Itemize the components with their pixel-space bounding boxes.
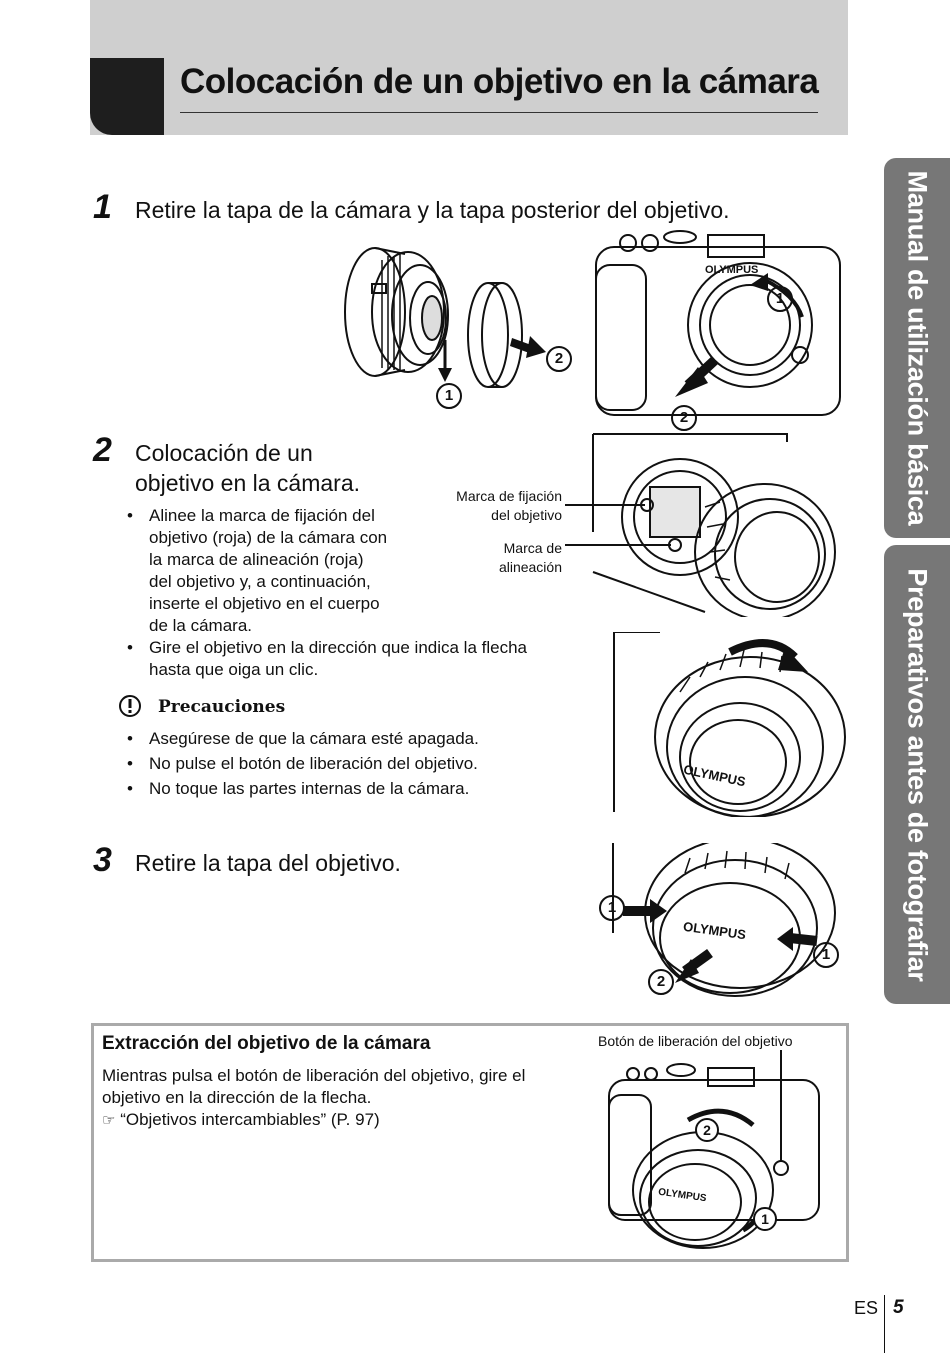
bullet1-line: del objetivo y, a continuación, bbox=[149, 572, 371, 591]
callout-1-fig5-right: 1 bbox=[813, 942, 839, 968]
step3-number: 3 bbox=[93, 841, 112, 879]
alignment-mark-label-line2: alineación bbox=[498, 559, 562, 575]
step2-bullet-2: • Gire el objetivo en la dirección que i… bbox=[127, 638, 528, 679]
caution-item-2-text: No pulse el botón de liberación del obje… bbox=[149, 754, 478, 773]
caution-item-1-text: Asegúrese de que la cámara esté apagada. bbox=[149, 729, 479, 748]
box-body-line2: objetivo en la dirección de la flecha. bbox=[102, 1088, 372, 1107]
callout-2-fig2: 2 bbox=[671, 405, 697, 431]
lens-removal-box bbox=[91, 1023, 849, 1262]
camera-body-cap-illustration bbox=[595, 230, 841, 416]
step2-bullet-1: • Alinee la marca de fijación del objeti… bbox=[127, 506, 388, 635]
caution-icon bbox=[119, 695, 141, 717]
alignment-mark-label-line1: Marca de bbox=[503, 540, 562, 556]
alignment-mark-label: Marca de alineación bbox=[420, 539, 562, 577]
lens-release-illustration bbox=[608, 1050, 820, 1249]
mount-mark-label-line1: Marca de fijación bbox=[456, 488, 562, 504]
lens-alignment-illustration bbox=[565, 433, 836, 617]
box-reference-text: “Objetivos intercambiables” (P. 97) bbox=[120, 1110, 380, 1129]
step1-text: Retire la tapa de la cámara y la tapa po… bbox=[135, 197, 730, 223]
step3-text: Retire la tapa del objetivo. bbox=[135, 850, 401, 876]
box-body: Mientras pulsa el botón de liberación de… bbox=[102, 1065, 525, 1132]
caution-item-2: •No pulse el botón de liberación del obj… bbox=[127, 754, 478, 773]
cautions-title: Precauciones bbox=[158, 697, 286, 717]
bullet1-line: objetivo (roja) de la cámara con bbox=[149, 528, 388, 547]
bullet1-line: la marca de alineación (roja) bbox=[149, 550, 364, 569]
box-reference[interactable]: ☞ “Objetivos intercambiables” (P. 97) bbox=[102, 1109, 525, 1132]
caution-item-1: •Asegúrese de que la cámara esté apagada… bbox=[127, 729, 479, 748]
step2-text-line1: Colocación de un bbox=[135, 440, 313, 466]
bullet1-line: inserte el objetivo en el cuerpo bbox=[149, 594, 380, 613]
bullet2-line: Gire el objetivo en la dirección que ind… bbox=[149, 638, 528, 657]
lens-rotate-illustration bbox=[613, 632, 846, 817]
mount-mark-label-line2: del objetivo bbox=[491, 507, 562, 523]
lens-rear-cap-illustration bbox=[344, 247, 546, 388]
callout-1-fig1: 1 bbox=[436, 383, 462, 409]
page-title: Colocación de un objetivo en la cámara bbox=[180, 62, 819, 101]
callout-1-fig5-left: 1 bbox=[599, 895, 625, 921]
title-underline bbox=[180, 112, 818, 113]
caution-item-3: •No toque las partes internas de la cáma… bbox=[127, 779, 470, 798]
step2-number: 2 bbox=[93, 431, 112, 469]
side-tab-preparations-label: Preparativos antes de fotografiar bbox=[902, 567, 933, 982]
box-title: Extracción del objetivo de la cámara bbox=[102, 1033, 431, 1054]
side-tab-preparations[interactable]: Preparativos antes de fotografiar bbox=[884, 545, 950, 1004]
step2-text-line2: objetivo en la cámara. bbox=[135, 470, 361, 496]
header-tab-block bbox=[90, 58, 164, 135]
side-tab-basic-guide[interactable]: Manual de utilización básica bbox=[884, 158, 950, 538]
mount-mark-label: Marca de fijación del objetivo bbox=[420, 487, 562, 525]
lens-cap-removal-illustration bbox=[612, 843, 836, 997]
hand-pointing-icon: ☞ bbox=[102, 1112, 116, 1129]
callout-1-box: 1 bbox=[753, 1207, 777, 1231]
brand-logo-fig2: OLYMPUS bbox=[705, 264, 759, 276]
bullet1-line: Alinee la marca de fijación del bbox=[149, 506, 375, 525]
callout-1-fig2: 1 bbox=[767, 286, 793, 312]
bullet1-line: de la cámara. bbox=[149, 616, 252, 635]
caution-item-3-text: No toque las partes internas de la cámar… bbox=[149, 779, 470, 798]
callout-2-box: 2 bbox=[695, 1118, 719, 1142]
footer-language: ES bbox=[854, 1298, 879, 1318]
bullet2-line: hasta que oiga un clic. bbox=[149, 660, 319, 679]
page-number: 5 bbox=[893, 1297, 904, 1318]
side-tab-basic-guide-label: Manual de utilización básica bbox=[902, 170, 933, 526]
callout-2-fig1: 2 bbox=[546, 346, 572, 372]
release-button-label: Botón de liberación del objetivo bbox=[598, 1033, 793, 1049]
footer-separator bbox=[884, 1295, 885, 1353]
callout-2-fig5: 2 bbox=[648, 969, 674, 995]
box-body-line1: Mientras pulsa el botón de liberación de… bbox=[102, 1066, 526, 1085]
step1-number: 1 bbox=[93, 188, 112, 226]
